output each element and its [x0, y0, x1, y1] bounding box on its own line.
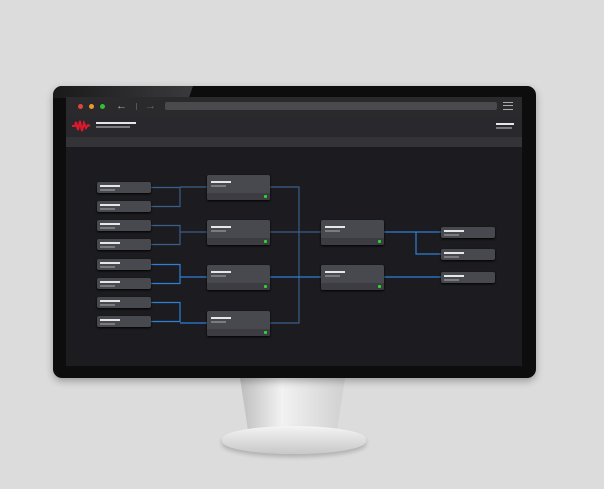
connector-r1-1	[151, 186, 207, 208]
app-header	[66, 116, 522, 137]
monitor-stand-neck	[240, 378, 345, 433]
sub-header-bar	[66, 137, 522, 147]
bracket-entry-r1[interactable]	[97, 201, 151, 212]
bracket-entry-r1[interactable]	[97, 316, 151, 327]
bracket-entry-r1[interactable]	[97, 278, 151, 289]
bracket-entry-r1[interactable]	[97, 182, 151, 193]
status-indicator	[378, 285, 381, 288]
connector-r2-1	[270, 186, 321, 324]
waveform-logo-icon	[72, 120, 90, 132]
bracket-match-r2[interactable]	[207, 265, 270, 290]
bracket-entry-r1[interactable]	[97, 239, 151, 250]
status-indicator	[264, 285, 267, 288]
minimize-window-button[interactable]	[89, 104, 94, 109]
bracket-output[interactable]	[441, 272, 495, 283]
connector-r1-3	[151, 263, 207, 285]
app-title-placeholder	[96, 122, 136, 124]
bracket-entry-r1[interactable]	[97, 220, 151, 231]
hamburger-menu-icon[interactable]	[503, 102, 513, 110]
maximize-window-button[interactable]	[100, 104, 105, 109]
status-indicator	[378, 240, 381, 243]
arrow-right-icon[interactable]: →	[145, 100, 156, 112]
bracket-match-r2[interactable]	[207, 175, 270, 200]
connector-r3-1	[384, 231, 441, 255]
status-indicator	[264, 240, 267, 243]
monitor-stand-base	[222, 426, 366, 454]
bracket-match-r2[interactable]	[207, 311, 270, 336]
arrow-left-icon[interactable]: ←	[116, 100, 127, 112]
close-window-button[interactable]	[78, 104, 83, 109]
address-bar[interactable]	[165, 102, 497, 110]
status-indicator	[264, 195, 267, 198]
toolbar-divider	[136, 103, 137, 110]
bezel-glare	[53, 86, 193, 98]
bracket-output[interactable]	[441, 227, 495, 238]
bracket-match-r2[interactable]	[207, 220, 270, 245]
user-role-placeholder	[496, 127, 512, 129]
app-subtitle-placeholder	[96, 126, 130, 128]
bracket-match-r3[interactable]	[321, 265, 384, 290]
bracket-entry-r1[interactable]	[97, 259, 151, 270]
user-name-placeholder	[496, 123, 514, 125]
bracket-output[interactable]	[441, 249, 495, 260]
status-indicator	[264, 331, 267, 334]
connector-r1-4	[151, 301, 207, 324]
bracket-match-r3[interactable]	[321, 220, 384, 245]
browser-toolbar: ← →	[66, 97, 522, 116]
bracket-entry-r1[interactable]	[97, 297, 151, 308]
connector-r1-2	[151, 224, 207, 246]
